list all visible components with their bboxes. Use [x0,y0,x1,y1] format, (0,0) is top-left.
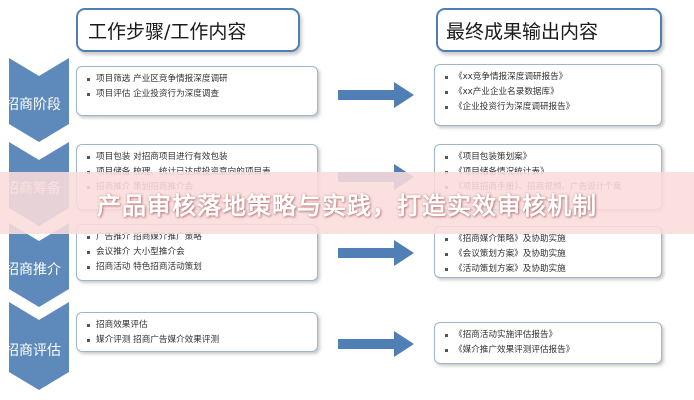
work-item-text: 媒介评测 招商广告媒介效果评测 [96,335,220,345]
output-header: 最终成果输出内容 [436,8,662,52]
right-arrow-icon [338,238,416,268]
bullet-icon [87,93,90,96]
stage-label-promote: 招商推介 [5,262,61,278]
work-steps-header: 工作步骤/工作内容 [76,8,300,52]
bullet-icon [445,106,448,109]
stage-chevron-attract [9,58,69,142]
stage-label-attract: 招商阶段 [5,97,61,113]
bullet-icon [87,324,90,327]
work-item-text: 项目包装 对招商项目进行有效包装 [96,152,228,162]
output-item: 《企业投资行为深度调研报告》 [445,100,655,115]
watermark-banner: 产品审核落地策略与实践，打造实效审核机制 [0,172,694,234]
work-item: 广告推介 招商媒介推广策略 [87,230,311,245]
output-item: 《活动策划方案》及协助实施 [445,262,655,277]
right-arrow-icon [338,80,416,110]
output-box-evaluate: 《招商活动实施评估报告》《媒介推广效果评测评估报告》 [434,322,662,364]
bullet-icon [87,156,90,159]
work-item: 招商活动 特色招商活动策划 [87,260,311,275]
output-item-text: 《项目包装策划案》 [454,152,532,162]
work-item-text: 广告推介 招商媒介推广策略 [96,232,202,242]
work-item: 招商效果评估 [87,318,311,333]
output-item-text: 《招商媒介策略》及协助实施 [454,234,566,244]
bullet-icon [445,253,448,256]
bullet-icon [87,251,90,254]
stage-label-evaluate: 招商评估 [5,343,61,359]
bullet-icon [445,156,448,159]
output-item: 《会议策划方案》及协助实施 [445,247,655,262]
output-item: 《项目包装策划案》 [445,150,655,165]
output-item-text: 《媒介推广效果评测评估报告》 [454,345,575,355]
work-box-attract: 项目筛选 产业区竞争情报深度调研项目评估 企业投资行为深度调查 [76,66,318,116]
work-item-text: 项目筛选 产业区竞争情报深度调研 [96,74,228,84]
work-item: 媒介评测 招商广告媒介效果评测 [87,333,311,348]
bullet-icon [445,349,448,352]
stage-chevron-evaluate [9,302,69,390]
output-item-text: 《活动策划方案》及协助实施 [454,264,566,274]
output-item: 《xx竞争情报深度调研报告》 [445,70,655,85]
bullet-icon [445,334,448,337]
work-item-text: 项目评估 企业投资行为深度调查 [96,89,220,99]
output-box-attract: 《xx竞争情报深度调研报告》《xx产业企业名录数据库》《企业投资行为深度调研报告… [434,64,662,126]
work-item-text: 招商活动 特色招商活动策划 [96,262,202,272]
output-item-text: 《会议策划方案》及协助实施 [454,249,566,259]
bullet-icon [445,91,448,94]
output-item: 《招商活动实施评估报告》 [445,328,655,343]
work-item: 项目包装 对招商项目进行有效包装 [87,150,311,165]
work-box-evaluate: 招商效果评估媒介评测 招商广告媒介效果评测 [76,312,318,352]
output-item: 《招商媒介策略》及协助实施 [445,232,655,247]
work-item: 项目评估 企业投资行为深度调查 [87,87,311,102]
output-box-promote: 《招商媒介策略》及协助实施《会议策划方案》及协助实施《活动策划方案》及协助实施 [434,226,662,278]
bullet-icon [445,76,448,79]
right-arrow-icon [338,329,416,359]
output-item-text: 《xx产业企业名录数据库》 [454,87,559,97]
output-item-text: 《xx竞争情报深度调研报告》 [454,72,568,82]
output-item-text: 《企业投资行为深度调研报告》 [454,102,575,112]
work-item: 会议推介 大小型推介会 [87,245,311,260]
bullet-icon [87,236,90,239]
output-item: 《xx产业企业名录数据库》 [445,85,655,100]
stage-chevron-promote [9,223,69,307]
bullet-icon [87,78,90,81]
output-item-text: 《招商活动实施评估报告》 [454,330,558,340]
banner-text: 产品审核落地策略与实践，打造实效审核机制 [97,191,597,220]
work-item-text: 会议推介 大小型推介会 [96,247,185,257]
bullet-icon [87,266,90,269]
output-item: 《媒介推广效果评测评估报告》 [445,343,655,358]
work-item-text: 招商效果评估 [96,320,148,330]
bullet-icon [445,238,448,241]
work-item: 项目筛选 产业区竞争情报深度调研 [87,72,311,87]
bullet-icon [445,268,448,271]
bullet-icon [87,339,90,342]
